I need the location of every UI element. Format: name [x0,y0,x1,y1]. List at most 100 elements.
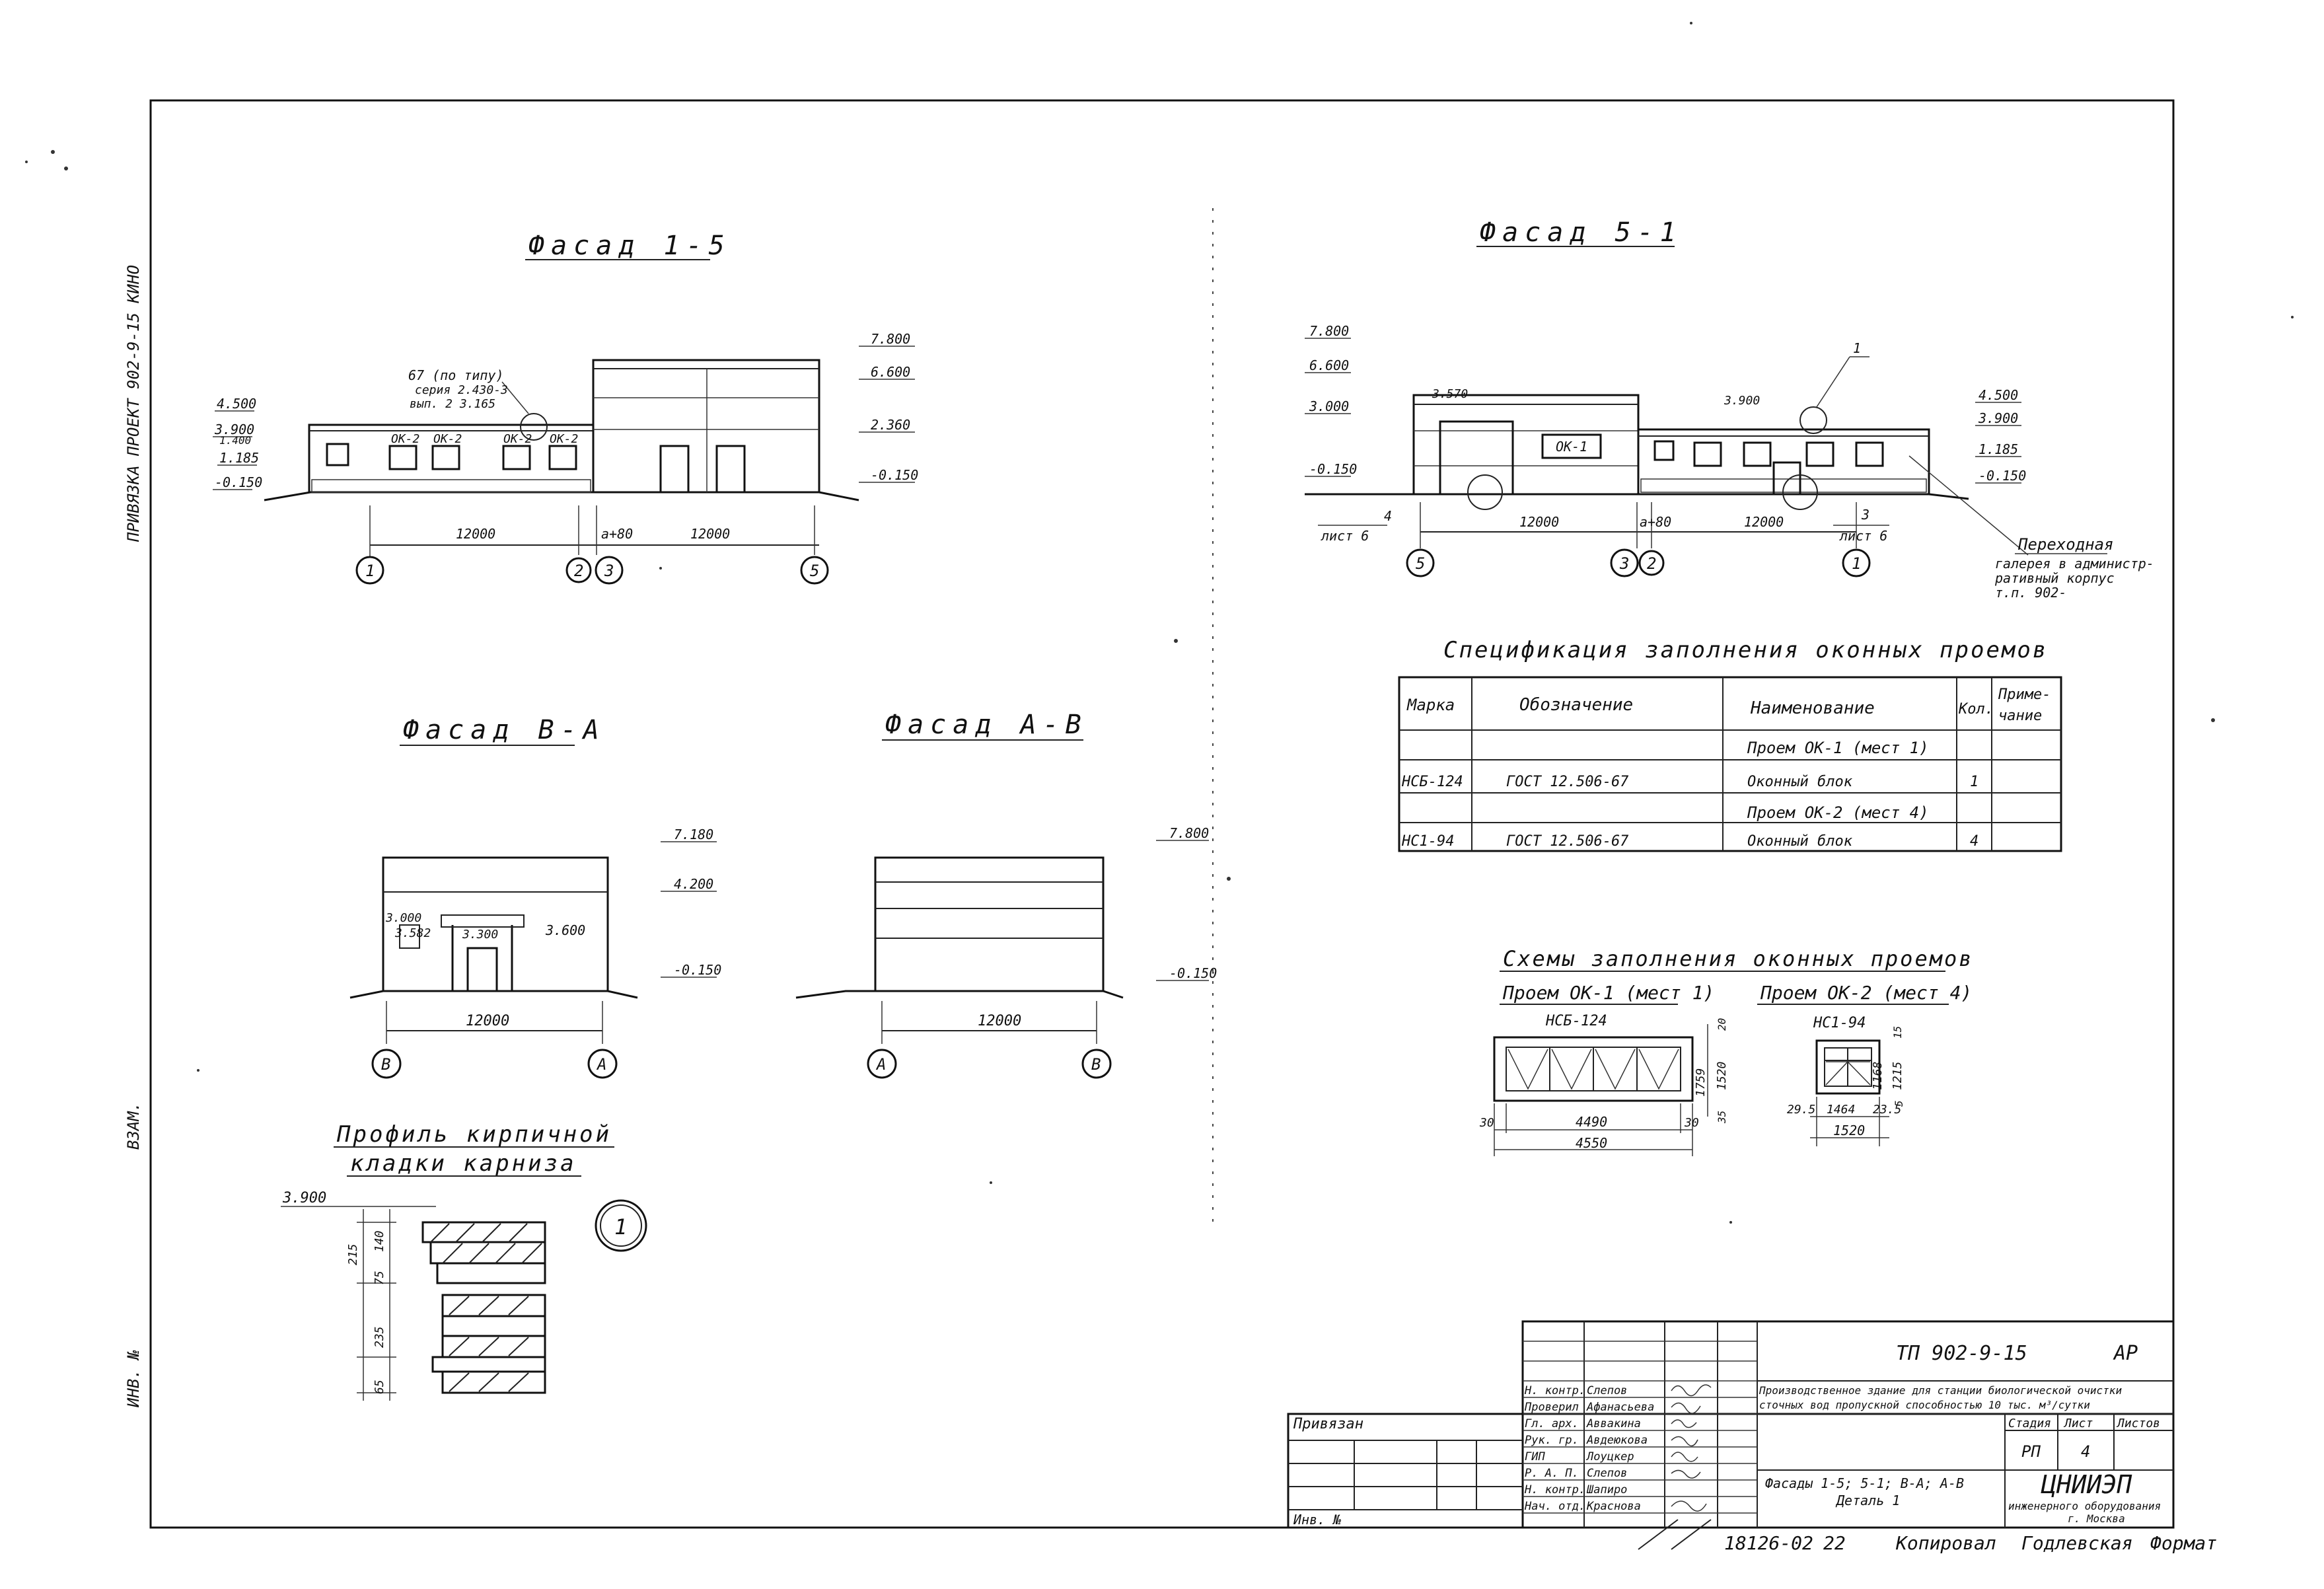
level-mark: 3.570 [1432,387,1468,401]
name: Авдеюкова [1586,1434,1648,1447]
table-cell: Проем ОК-1 (мест 1) [1747,739,1929,757]
role: Н. контр. [1524,1384,1585,1397]
dimension: 12000 [1744,514,1784,530]
sheet-title: Деталь 1 [1835,1493,1900,1508]
side-stamp-text-1: ПРИВЯЗКА ПРОЕКТ 902-9-15 КИНО [124,265,143,542]
dimension: 12000 [690,526,730,542]
level-mark: 2.360 [871,417,910,433]
dimension: 30 [1479,1116,1494,1130]
dimension: a+80 [1640,514,1671,530]
window-schemes: Схемы заполнения оконных проемов Проем О… [1479,946,1974,1156]
org-line: г. Москва [2068,1512,2125,1525]
axis-marker: 5 [1416,554,1425,573]
facade-b-a-title: Фасад В-А [403,715,606,745]
name: Афанасьева [1586,1401,1654,1414]
level-mark: 4.500 [1979,387,2018,403]
level-mark: 7.800 [1309,323,1349,339]
order-number: 18126-02 [1724,1532,1813,1554]
sheets-header: Листов [2116,1417,2160,1430]
role: Проверил [1524,1401,1579,1414]
dimension: 1215 [1891,1062,1905,1090]
dimension: 140 [373,1230,386,1252]
window-label: ОК-2 [391,432,419,446]
axis-marker: 2 [574,562,583,580]
dimension: 12000 [1519,514,1559,530]
level-mark: 1.185 [219,450,259,466]
axis-marker: В [381,1055,390,1074]
table-cell: ГОСТ 12.506-67 [1506,833,1629,850]
note-line: вып. 2 3.165 [410,397,495,411]
dimension: 1520 [1833,1123,1865,1138]
signature-scribbles [1671,1384,1712,1512]
scan-speckles [25,22,2294,1224]
dimension: a+80 [601,526,633,542]
level-mark: 4.200 [674,876,713,892]
level-mark: 3.900 [1724,394,1760,408]
axis-marker: А [875,1055,886,1074]
side-stamp: ПРИВЯЗКА ПРОЕКТ 902-9-15 КИНО ВЗАМ. ИНВ.… [124,265,143,1408]
sheet-frame [149,99,2175,1529]
name: Шапиро [1586,1483,1627,1497]
role: Нач. отд. [1524,1500,1585,1513]
level-mark: 1.400 [219,434,251,447]
facade-a-b: Фасад А-В 7.800 -0.150 12000 А В [795,710,1217,1079]
spec-table: Спецификация заполнения оконных проемов … [1398,637,2062,852]
level-mark: 7.180 [674,827,713,842]
sheet-title: Фасады 1-5; 5-1; В-А; А-В [1765,1475,1964,1491]
dimension: 35 [1716,1111,1728,1124]
level-mark: 3.900 [1978,410,2018,426]
inv-label: Инв. № [1293,1512,1341,1528]
order-count: 22 [1823,1532,1846,1554]
axis-marker: 1 [1852,554,1861,573]
level-mark: -0.150 [1309,461,1357,477]
axis-marker: А [596,1055,606,1074]
facade-b-a: Фасад В-А 3.000 3.582 3.300 7.180 4.200 … [349,715,721,1079]
level-mark: 1.185 [1979,441,2018,457]
gallery-note: Переходная [2017,535,2114,554]
table-header: чание [1998,708,2042,724]
ok2-subtitle: Проем ОК-2 (мест 4) [1760,982,1972,1004]
facade-5-1: Фасад 5-1 ОК-1 3.570 3.900 1 7.800 6.60 [1305,217,2154,601]
dimension: 65 [373,1380,386,1394]
level-mark: -0.150 [1169,965,1217,981]
level-mark: 3.000 [1309,398,1349,414]
stage-value: РП [2021,1442,2041,1461]
description: сточных вод пропускной способностью 10 т… [1759,1399,2090,1411]
dimension: 1168 [1871,1062,1885,1090]
level-mark: 3.582 [394,926,431,940]
cornice-profile: Профиль кирпичной кладки карниза 3.900 [281,1121,647,1401]
dimension: 1464 [1827,1103,1855,1117]
spec-table-title: Спецификация заполнения оконных проемов [1443,637,2048,663]
sheet-header: Лист [2063,1417,2093,1430]
axis-marker: 2 [1647,554,1656,573]
name: Слепов [1587,1467,1627,1480]
table-cell: 4 [1970,833,1979,850]
format-label: Формат [2150,1532,2217,1554]
ok1-mark: НСБ-124 [1545,1013,1607,1029]
callout-sheet: лист 6 [1321,528,1369,544]
table-header: Марка [1406,696,1455,714]
window-label: ОК-1 [1556,439,1587,455]
role: Гл. арх. [1525,1417,1579,1430]
side-stamp-text-2: ИНВ. № [124,1350,143,1408]
name: Слепов [1587,1384,1627,1397]
facade-5-1-title: Фасад 5-1 [1480,217,1683,248]
note-line: серия 2.430-3 [415,383,508,397]
dimension: 20 [1716,1018,1728,1031]
axis-marker: 3 [1619,554,1629,573]
level-mark: -0.150 [1979,468,2026,484]
schemes-title: Схемы заполнения оконных проемов [1503,946,1974,971]
gallery-note: т.п. 902- [1995,585,2066,601]
dimension: 215 [346,1243,360,1265]
table-cell: ГОСТ 12.506-67 [1506,774,1629,790]
side-stamp-text-3: ВЗАМ. [124,1102,143,1150]
callout-number: 1 [1853,340,1861,356]
dimension: 5 [1893,1100,1905,1107]
bottom-note: 18126-02 22 Копировал Годлевская Формат [1638,1519,2217,1554]
level-mark: 3.300 [462,928,498,942]
callout-sheet: лист 6 [1839,528,1887,544]
level-mark: 7.800 [1169,825,1209,841]
table-header: Обозначение [1519,695,1633,715]
level-mark: 3.900 [214,422,254,437]
table-cell: 1 [1970,774,1979,790]
